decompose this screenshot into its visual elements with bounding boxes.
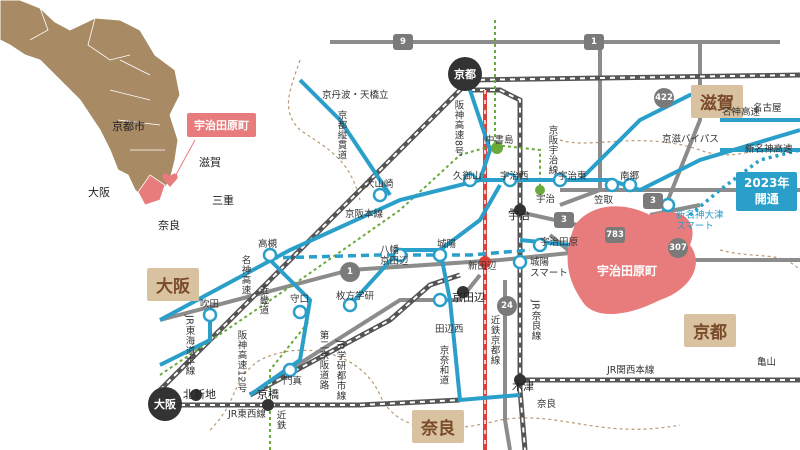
label-uji-tawara: 宇治田原 bbox=[540, 237, 579, 248]
label-hanshin-8: 阪神高速8号 bbox=[452, 100, 464, 157]
label-jr-nara: JR奈良線 bbox=[529, 300, 541, 341]
label-kadoma: 門真 bbox=[283, 376, 303, 387]
label-keihan-uji: 京阪宇治線 bbox=[546, 125, 558, 175]
label-kinki: 近畿道 bbox=[257, 285, 269, 315]
label-kyobashi: 京橋 bbox=[257, 388, 279, 401]
label-uji-keihan: 宇治 bbox=[536, 194, 556, 205]
label-joyo-smart: 城陽 スマート bbox=[530, 257, 568, 280]
label-daini-keihan: 第二京阪道路 bbox=[317, 330, 329, 390]
label-jr-tokaido: JR東海道本線 bbox=[183, 315, 195, 376]
label-shintanabe: 新田辺 bbox=[468, 261, 497, 272]
inset-mie: 三重 bbox=[212, 194, 234, 207]
inset-kyoto-city: 京都市 bbox=[112, 120, 145, 133]
route-783-shield: 783 bbox=[605, 227, 625, 243]
label-kameyama: 亀山 bbox=[757, 357, 777, 368]
new-expressway-dashed bbox=[269, 248, 531, 260]
pref-nara: 奈良 bbox=[412, 410, 464, 443]
label-meishin: 名神高速 bbox=[722, 107, 761, 118]
inset-prefecture-map bbox=[0, 0, 196, 206]
label-yawata: 八幡 京田辺 bbox=[380, 245, 409, 268]
label-nara-arrow: 奈良 bbox=[537, 399, 557, 410]
route-9-shield: 9 bbox=[393, 34, 413, 50]
route-3-shield: 3 bbox=[554, 212, 574, 228]
label-takatsuki: 高槻 bbox=[258, 239, 278, 250]
label-jr-kansai: JR関西本線 bbox=[607, 365, 655, 376]
inset-shiga: 滋賀 bbox=[199, 156, 221, 169]
label-uji-nishi: 宇治西 bbox=[500, 171, 529, 182]
label-nango: 南郷 bbox=[620, 171, 640, 182]
route-1b-shield: 1 bbox=[340, 262, 360, 282]
hub-kyoto: 京都 bbox=[448, 57, 482, 91]
label-shin-meishin: 新名神高速 bbox=[745, 144, 793, 155]
opening-2023-box: 2023年 開通 bbox=[736, 172, 798, 212]
keihan-lines bbox=[159, 20, 541, 450]
pref-osaka: 大阪 bbox=[147, 268, 199, 301]
uji-tawara-town-label: 宇治田原町 bbox=[597, 264, 658, 278]
route-307-shield: 307 bbox=[668, 238, 688, 258]
hub-osaka: 大阪 bbox=[148, 387, 182, 421]
label-oyamazaki: 大山崎 bbox=[365, 179, 394, 190]
label-kyotanabe: 京田辺 bbox=[452, 291, 485, 304]
route-422-shield: 422 bbox=[654, 88, 674, 108]
uji-tawara-area bbox=[567, 206, 696, 315]
label-kitashinchi: 北新地 bbox=[183, 388, 216, 401]
label-gakken-line: JR学研都市線 bbox=[334, 340, 346, 401]
label-kyoto-jukan: 京都縦貫道 bbox=[335, 110, 347, 160]
label-tanabe-nishi: 田辺西 bbox=[435, 324, 464, 335]
label-chushojima: 中書島 bbox=[485, 135, 514, 146]
route-1-shield: 1 bbox=[584, 34, 604, 50]
label-kumiyama: 久御山 bbox=[453, 171, 482, 182]
label-kintetsu-kyoto: 近鉄京都線 bbox=[488, 315, 500, 365]
pref-shiga: 滋賀 bbox=[691, 85, 743, 118]
label-hirakata: 枚方学研 bbox=[336, 291, 375, 302]
interchanges bbox=[202, 172, 676, 378]
pref-kyoto: 京都 bbox=[684, 314, 736, 347]
route-3b-shield: 3 bbox=[643, 193, 663, 209]
label-suita: 吹田 bbox=[200, 299, 220, 310]
label-keiji-bypass: 京滋バイパス bbox=[662, 134, 719, 145]
expressways bbox=[159, 78, 800, 403]
label-nagoya: 名古屋 bbox=[753, 103, 782, 114]
heart-icon bbox=[162, 172, 178, 187]
stations bbox=[190, 142, 545, 411]
jr-lines bbox=[158, 72, 800, 450]
label-keihan-main: 京阪本線 bbox=[345, 209, 384, 220]
label-uji-jr: 宇治 bbox=[508, 209, 530, 222]
label-kintetsu-nara: 近鉄 bbox=[274, 410, 286, 430]
label-otsu-smart: 新名神大津 スマート bbox=[676, 210, 724, 233]
label-jr-tozai: JR東西線 bbox=[228, 409, 266, 420]
label-moriguchi: 守口 bbox=[290, 294, 310, 305]
inset-highlight-label: 宇治田原町 bbox=[187, 113, 256, 137]
label-joyo: 城陽 bbox=[437, 239, 457, 250]
label-hanshin-12: 阪神高速12号 bbox=[235, 330, 247, 394]
inset-osaka: 大阪 bbox=[88, 186, 110, 199]
label-keinawa: 京奈和道 bbox=[437, 345, 449, 385]
label-kizu: 木津 bbox=[512, 380, 534, 393]
label-kasatori: 笠取 bbox=[594, 195, 614, 206]
route-24-shield: 24 bbox=[497, 296, 517, 316]
label-kyoto-tanba: 京丹波・天橋立 bbox=[322, 90, 389, 101]
label-uji-higashi: 宇治東 bbox=[558, 171, 587, 182]
label-meishin-west: 名神高速 bbox=[239, 255, 251, 295]
inset-nara: 奈良 bbox=[158, 219, 180, 232]
